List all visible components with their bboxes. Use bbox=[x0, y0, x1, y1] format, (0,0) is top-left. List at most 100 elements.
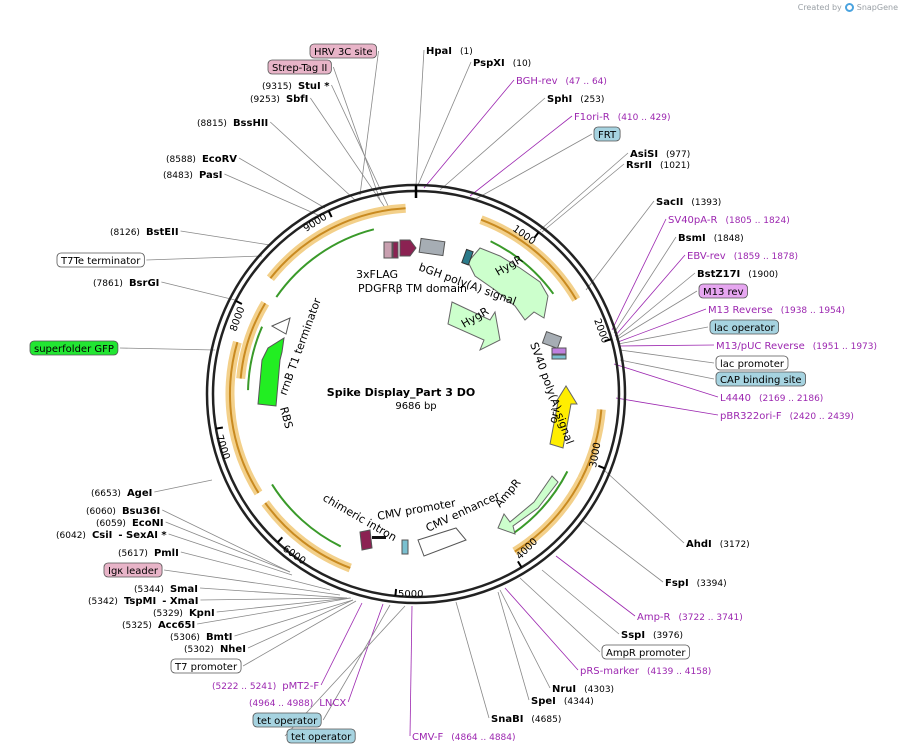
label-nhei[interactable]: (5302)NheI bbox=[184, 644, 246, 655]
label-sspi[interactable]: SspI(3976) bbox=[621, 630, 683, 641]
label-nrui[interactable]: NruI(4303) bbox=[552, 684, 614, 695]
label-lacprom[interactable]: lac promoter bbox=[715, 355, 789, 371]
label-t7prom[interactable]: T7 promoter bbox=[170, 658, 242, 674]
label-text-m13rev: M13 rev bbox=[703, 287, 744, 298]
label-bsshii[interactable]: (8815)BssHII bbox=[197, 118, 268, 129]
arrow-green-left2[interactable] bbox=[247, 326, 263, 391]
feature-ampr[interactable] bbox=[497, 475, 559, 535]
label-bsmi[interactable]: BsmI(1848) bbox=[678, 233, 744, 244]
label-name-ecorv: EcoRV bbox=[202, 154, 237, 165]
label-name-cmvf: CMV-F bbox=[412, 732, 443, 743]
label-name-pspxi: PspXI bbox=[473, 58, 505, 69]
label-econi[interactable]: (6059)EcoNI bbox=[96, 518, 164, 529]
label-pos-fspi: (3394) bbox=[697, 579, 727, 589]
feature-rrnb[interactable] bbox=[270, 317, 291, 335]
feature-lac-region[interactable] bbox=[541, 330, 567, 360]
label-strep[interactable]: Strep-Tag II bbox=[267, 59, 332, 75]
connector-kpni bbox=[216, 597, 351, 613]
label-pmli[interactable]: (5617)PmlI bbox=[118, 548, 179, 559]
label-m13puc[interactable]: M13/pUC Reverse(1951 .. 1973) bbox=[716, 341, 877, 352]
label-sbfi[interactable]: (9253)SbfI bbox=[250, 94, 308, 105]
label-igk[interactable]: Igκ leader bbox=[103, 562, 163, 578]
label-sphi[interactable]: SphI(253) bbox=[547, 94, 604, 105]
label-acc65i[interactable]: (5325)Acc65I bbox=[122, 620, 195, 631]
label-kpni[interactable]: (5329)KpnI bbox=[153, 608, 215, 619]
label-ecorv[interactable]: (8588)EcoRV bbox=[166, 154, 237, 165]
connector-rsrii bbox=[541, 163, 625, 233]
label-ampr_p[interactable]: Amp-R(3722 .. 3741) bbox=[637, 612, 743, 623]
label-prsmarker[interactable]: pRS-marker(4139 .. 4158) bbox=[580, 666, 711, 677]
label-text-t7prom: T7 promoter bbox=[174, 662, 238, 673]
label-hrv3c[interactable]: HRV 3C site bbox=[309, 43, 377, 59]
label-ahdi[interactable]: AhdI(3172) bbox=[686, 539, 750, 550]
label-bstz17i[interactable]: BstZ17I(1900) bbox=[697, 269, 778, 280]
label-asisi[interactable]: AsiSI(977) bbox=[630, 149, 690, 160]
connector-pmli bbox=[180, 551, 331, 591]
connector-amprprom bbox=[519, 577, 601, 653]
label-pasi[interactable]: (8483)PasI bbox=[163, 170, 222, 181]
label-rsrii[interactable]: RsrII(1021) bbox=[626, 160, 690, 171]
orf-arc-cmv[interactable] bbox=[261, 500, 352, 573]
label-cap[interactable]: CAP binding site bbox=[715, 371, 806, 387]
label-text-sfgfp: superfolder GFP bbox=[34, 344, 114, 355]
label-bghrev[interactable]: BGH-rev(47 .. 64) bbox=[516, 76, 607, 87]
label-t7te[interactable]: T7Te terminator bbox=[56, 252, 145, 268]
feature-gfp[interactable] bbox=[257, 337, 285, 407]
label-bsrgi[interactable]: (7861)BsrGI bbox=[93, 278, 159, 289]
label-bsu36i[interactable]: (6060)Bsu36I bbox=[86, 506, 160, 517]
label-name-nhei: NheI bbox=[220, 644, 246, 655]
label-m13reverse[interactable]: M13 Reverse(1938 .. 1954) bbox=[708, 305, 845, 316]
label-bmti[interactable]: (5306)BmtI bbox=[170, 632, 232, 643]
label-l4440[interactable]: L4440(2169 .. 2186) bbox=[720, 393, 823, 404]
label-pmt2f[interactable]: (5222 .. 5241)pMT2-F bbox=[212, 681, 319, 692]
label-pos-pbr322: (2420 .. 2439) bbox=[790, 412, 854, 422]
label-pspxi[interactable]: PspXI(10) bbox=[473, 58, 531, 69]
label-frt[interactable]: FRT bbox=[593, 126, 621, 142]
feature-ori[interactable] bbox=[549, 385, 578, 449]
feature-3xflag[interactable] bbox=[383, 239, 417, 259]
label-sacii[interactable]: SacII(1393) bbox=[656, 197, 721, 208]
arrow-green-left[interactable] bbox=[271, 483, 342, 548]
label-ebvrev[interactable]: EBV-rev(1859 .. 1878) bbox=[687, 251, 798, 262]
label-sv40par[interactable]: SV40pA-R(1805 .. 1824) bbox=[668, 215, 790, 226]
label-tetop1[interactable]: tet operator bbox=[252, 712, 322, 728]
feature-bgh-box[interactable] bbox=[418, 237, 446, 257]
label-amprprom[interactable]: AmpR promoter bbox=[601, 644, 690, 660]
feature-cmv[interactable] bbox=[359, 527, 467, 557]
label-cmvf[interactable]: CMV-F(4864 .. 4884) bbox=[412, 732, 516, 743]
label-stui[interactable]: (9315)StuI * bbox=[262, 81, 330, 92]
feature-hygr-big[interactable] bbox=[467, 247, 549, 321]
feature-frt-mark[interactable] bbox=[461, 248, 474, 266]
label-name-bsu36i: Bsu36I bbox=[122, 506, 160, 517]
connector-nhei bbox=[247, 599, 354, 649]
arrow-green-top[interactable] bbox=[275, 228, 375, 298]
label-name-pbr322: pBR322ori-F bbox=[720, 411, 782, 422]
label-tetop2[interactable]: tet operator bbox=[286, 728, 356, 744]
label-fspi[interactable]: FspI(3394) bbox=[665, 578, 727, 589]
label-agei[interactable]: (6653)AgeI bbox=[91, 488, 152, 499]
label-bsteii[interactable]: (8126)BstEII bbox=[110, 227, 179, 238]
connector-bsu36i bbox=[162, 509, 291, 573]
label-pos-ebvrev: (1859 .. 1878) bbox=[734, 252, 798, 262]
label-pos-csii: (6042) bbox=[56, 531, 86, 541]
label-tspmi[interactable]: (5342)TspMI- XmaI bbox=[88, 596, 198, 607]
arrow-green-ampr[interactable] bbox=[513, 470, 569, 534]
label-lacop[interactable]: lac operator bbox=[709, 319, 779, 335]
connector-bsmi bbox=[613, 236, 677, 334]
connector-tspmi bbox=[200, 597, 348, 601]
feature-hygr-small[interactable] bbox=[447, 301, 501, 352]
label-pbr322[interactable]: pBR322ori-F (2420 .. 2439) bbox=[720, 411, 854, 422]
label-hpai[interactable]: HpaI(1) bbox=[426, 46, 473, 57]
label-pos-m13puc: (1951 .. 1973) bbox=[813, 342, 877, 352]
label-snabi[interactable]: SnaBI(4685) bbox=[491, 714, 561, 725]
label-lncx[interactable]: (4964 .. 4988)LNCX bbox=[249, 698, 346, 709]
label-smai[interactable]: (5344)SmaI bbox=[134, 584, 198, 595]
label-name-hpai: HpaI bbox=[426, 46, 452, 57]
connector-agei bbox=[154, 479, 213, 493]
label-m13rev[interactable]: M13 rev bbox=[698, 283, 748, 299]
label-csii[interactable]: (6042)CsiI- SexAI * bbox=[56, 530, 167, 541]
label-spei[interactable]: SpeI(4344) bbox=[531, 696, 594, 707]
arrow-green-hygr[interactable] bbox=[490, 240, 555, 295]
label-sfgfp[interactable]: superfolder GFP bbox=[29, 340, 119, 356]
label-f1ori[interactable]: F1ori-R(410 .. 429) bbox=[574, 112, 671, 123]
